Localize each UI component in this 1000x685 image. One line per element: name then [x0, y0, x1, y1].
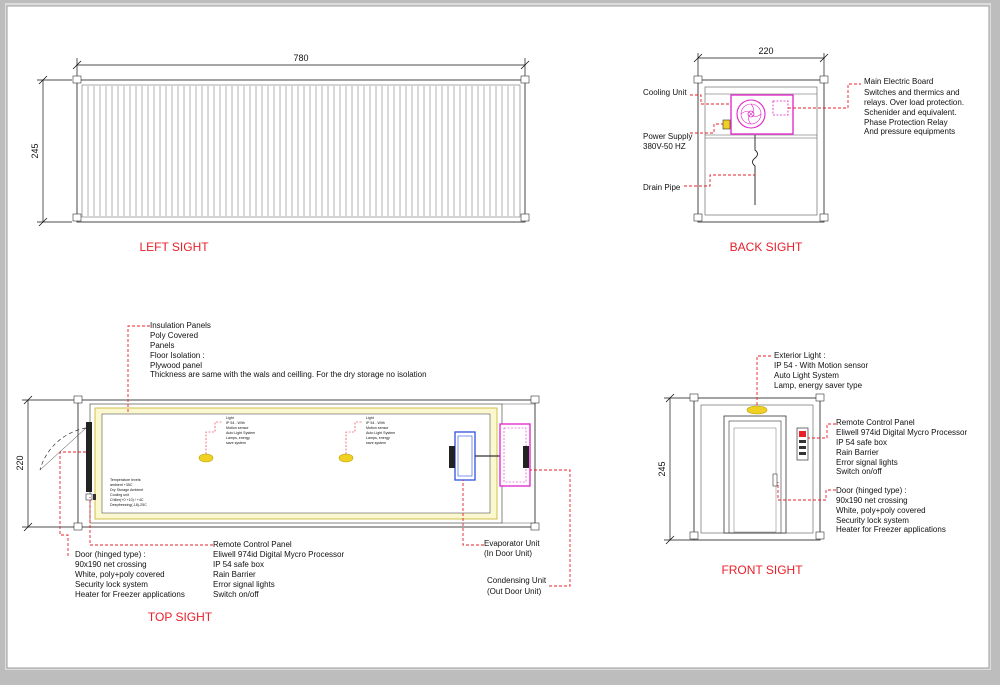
- lamp1-text-5: Lamps, energy: [226, 436, 250, 440]
- front-remote-line-3: IP 54 safe box: [836, 438, 887, 447]
- door-line-3: White, poly+poly covered: [75, 570, 165, 579]
- front-height-dimension: 245: [657, 461, 667, 476]
- temp-text-2: ambient +35C: [110, 483, 133, 487]
- power-supply-voltage: 380V-50 HZ: [643, 142, 686, 151]
- front-sight-title: FRONT SIGHT: [721, 563, 803, 577]
- back-sight-title: BACK SIGHT: [730, 240, 803, 254]
- front-sight: 245 Exterior Light : IP 54 - With Motion…: [657, 351, 967, 577]
- electric-board-line-4: Schenider and equivalent.: [864, 108, 957, 117]
- electric-board-line-1: Main Electric Board: [864, 77, 933, 86]
- back-sight: 220 Cooling Unit Power Supply 380V-50 HZ…: [643, 46, 964, 254]
- lamp1-text-3: Motion sensor: [226, 426, 249, 430]
- insulation-line-3: Panels: [150, 341, 174, 350]
- door-line-1: Door (hinged type) :: [75, 550, 146, 559]
- cooling-unit-label: Cooling Unit: [643, 88, 687, 97]
- exterior-light-line-1: Exterior Light :: [774, 351, 826, 360]
- electric-board-line-2: Switches and thermics and: [864, 88, 960, 97]
- lamp2-text-1: Light: [366, 416, 374, 420]
- lamp1-text-1: Light: [226, 416, 234, 420]
- power-supply-label: Power Supply: [643, 132, 692, 141]
- top-sight-title: TOP SIGHT: [148, 610, 213, 624]
- left-sight: 780 245 LEFT SIGHT: [30, 53, 530, 254]
- evaporator-line-2: (In Door Unit): [484, 549, 532, 558]
- top-width-dimension: 220: [15, 455, 25, 470]
- door-leaf: [86, 422, 92, 492]
- left-height-dimension: 245: [30, 143, 40, 158]
- top-remote-line-3: IP 54 safe box: [213, 560, 264, 569]
- front-door-line-1: Door (hinged type) :: [836, 486, 907, 495]
- lamp1-text-2: IP 54 - With: [226, 421, 245, 425]
- drain-pipe-label: Drain Pipe: [643, 183, 681, 192]
- front-remote-line-1: Remote Control Panel: [836, 418, 915, 427]
- remote-control-panel: [796, 427, 809, 461]
- condensing-line-2: (Out Door Unit): [487, 587, 542, 596]
- top-remote-line-6: Switch on/off: [213, 590, 259, 599]
- insulation-line-5: Plywood panel: [150, 361, 202, 370]
- exterior-light-line-2: IP 54 - With Motion sensor: [774, 361, 868, 370]
- lamp2-text-5: Lamps, energy: [366, 436, 390, 440]
- door-line-5: Heater for Freezer applications: [75, 590, 185, 599]
- exterior-lamp: [746, 405, 768, 415]
- front-door-line-3: White, poly+poly covered: [836, 506, 926, 515]
- top-remote-line-2: Eliwell 974id Digital Mycro Processor: [213, 550, 344, 559]
- corrugated-side-panel: [87, 86, 515, 216]
- insulation-line-1: Insulation Panels: [150, 321, 211, 330]
- electric-board-line-5: Phase Protection Relay: [864, 118, 948, 127]
- door-line-4: Security lock system: [75, 580, 148, 589]
- left-length-dimension: 780: [293, 53, 308, 63]
- electric-board-line-3: relays. Over load protection.: [864, 98, 964, 107]
- front-remote-line-4: Rain Barrier: [836, 448, 879, 457]
- lamp2-text-2: IP 54 - With: [366, 421, 385, 425]
- temp-text-3: Dry Storage Ambient: [110, 488, 143, 492]
- lamp2-text-6: save system: [366, 441, 386, 445]
- front-remote-line-2: Eliwell 974id Digital Mycro Processor: [836, 428, 967, 437]
- temp-text-6: Deepfreezing(-18)-25C: [110, 503, 147, 507]
- top-remote-line-5: Error signal lights: [213, 580, 275, 589]
- lamp2-text-4: Auto Light System: [366, 431, 395, 435]
- electric-board-line-6: And pressure equipments: [864, 127, 955, 136]
- lamp2-text-3: Motion sensor: [366, 426, 389, 430]
- lamp1-text-6: save system: [226, 441, 246, 445]
- temp-text-4: Cooling unit: [110, 493, 129, 497]
- condensing-line-1: Condensing Unit: [487, 576, 547, 585]
- ceiling-lamp-1: [198, 453, 214, 463]
- lamp1-text-4: Auto Light System: [226, 431, 255, 435]
- insulation-line-2: Poly Covered: [150, 331, 198, 340]
- temp-text-1: Temperature levels:: [110, 478, 141, 482]
- evaporator-line-1: Evaporator Unit: [484, 539, 540, 548]
- insulation-line-6: Thickness are same with the wals and cei…: [150, 370, 427, 379]
- exterior-light-line-4: Lamp, energy saver type: [774, 381, 863, 390]
- front-door-line-5: Heater for Freezer applications: [836, 525, 946, 534]
- front-door-line-4: Security lock system: [836, 516, 909, 525]
- door-line-2: 90x190 net crossing: [75, 560, 147, 569]
- top-remote-line-4: Rain Barrier: [213, 570, 256, 579]
- insulation-line-4: Floor Isolation :: [150, 351, 205, 360]
- front-remote-line-5: Error signal lights: [836, 458, 898, 467]
- back-width-dimension: 220: [758, 46, 773, 56]
- temp-text-5: Chiller(+0 +10) / +4C: [110, 498, 144, 502]
- front-remote-line-6: Switch on/off: [836, 467, 882, 476]
- cooling-unit: [730, 94, 794, 135]
- top-remote-line-1: Remote Control Panel: [213, 540, 292, 549]
- front-door-line-2: 90x190 net crossing: [836, 496, 908, 505]
- left-sight-title: LEFT SIGHT: [139, 240, 209, 254]
- exterior-light-line-3: Auto Light System: [774, 371, 839, 380]
- ceiling-lamp-2: [338, 453, 354, 463]
- top-sight: 220 Light IP 54 - With Motion sensor Aut…: [15, 321, 571, 624]
